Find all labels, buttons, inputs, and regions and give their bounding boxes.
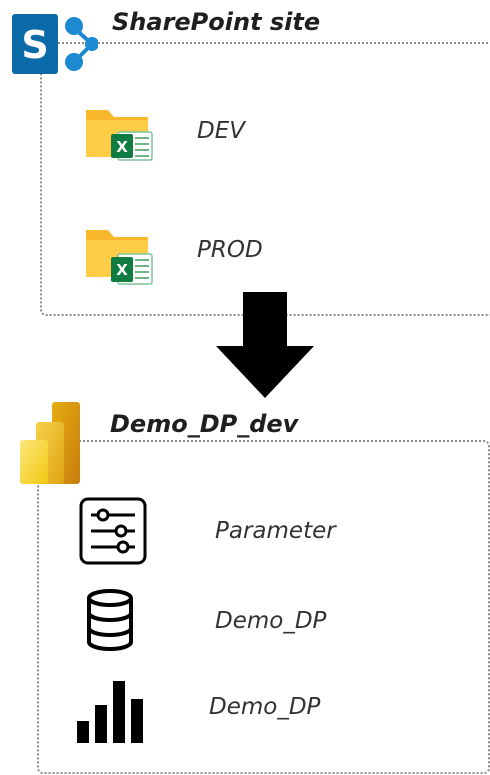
svg-text:S: S xyxy=(21,23,48,67)
item-label-report: Demo_DP xyxy=(209,694,321,720)
excel-folder-icon: X xyxy=(84,104,154,162)
bar-chart-icon xyxy=(75,679,149,743)
svg-text:X: X xyxy=(116,261,128,279)
sliders-icon xyxy=(79,497,147,565)
power-bi-logo-icon xyxy=(18,400,84,486)
database-icon xyxy=(84,588,136,652)
arrow-down-icon xyxy=(216,292,314,398)
item-label-parameter: Parameter xyxy=(215,518,336,544)
excel-folder-icon: X xyxy=(84,224,154,286)
sharepoint-site-title: SharePoint site xyxy=(112,8,321,36)
folder-label-prod: PROD xyxy=(197,237,263,263)
sharepoint-logo-icon: S xyxy=(12,6,98,82)
powerbi-workspace-title: Demo_DP_dev xyxy=(110,410,299,438)
svg-text:X: X xyxy=(116,138,128,156)
folder-label-dev: DEV xyxy=(197,118,245,144)
item-label-dataset: Demo_DP xyxy=(215,608,327,634)
powerbi-workspace-container xyxy=(37,440,490,774)
